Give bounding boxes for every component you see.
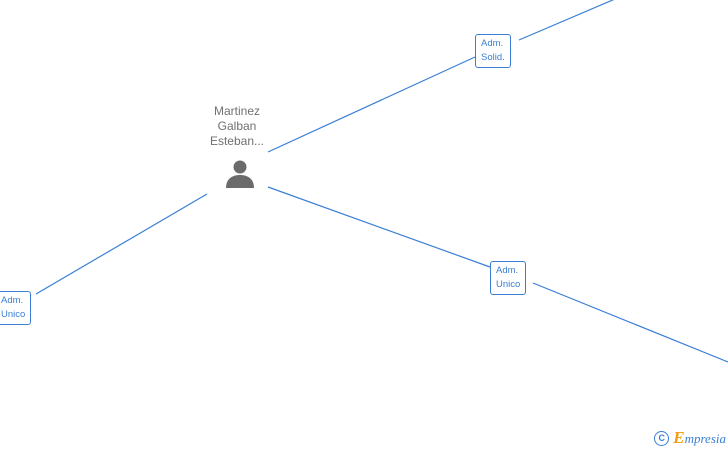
role-box-adm-unico-right[interactable]: Adm. Unico — [490, 261, 527, 295]
brand-logo[interactable]: E mpresia — [673, 428, 726, 448]
copyright-icon: C — [654, 430, 670, 446]
role-label-line-2: Solid. — [481, 52, 505, 63]
role-label-line-1: Adm. — [481, 38, 504, 49]
person-name-line-2: Galban — [217, 119, 257, 133]
edge-solid-role-to-top-right — [518, 0, 615, 41]
role-box-adm-solid[interactable]: Adm. Solid. — [475, 34, 511, 68]
edge-to-unico-right-role — [267, 186, 491, 268]
role-label-line-2: Unico — [1, 309, 26, 320]
role-label-line-1: Adm. — [1, 295, 24, 306]
brand-initial: E — [673, 428, 685, 447]
person-node-name[interactable]: Martinez Galban Esteban... — [197, 104, 277, 149]
edge-to-solid-role — [267, 56, 476, 153]
role-label-line-1: Adm. — [496, 265, 519, 276]
brand-name: mpresia — [684, 431, 726, 446]
person-name-line-3: Esteban... — [209, 134, 265, 148]
role-box-adm-unico-left[interactable]: Adm. Unico — [0, 291, 32, 325]
edge-unico-right-to-bottom-right — [532, 282, 728, 363]
role-label-line-2: Unico — [496, 279, 521, 290]
person-name-line-1: Martinez — [213, 104, 260, 118]
footer-brand: C E mpresia — [654, 428, 726, 448]
edge-to-unico-left-role — [35, 193, 208, 295]
person-icon[interactable] — [224, 158, 256, 190]
